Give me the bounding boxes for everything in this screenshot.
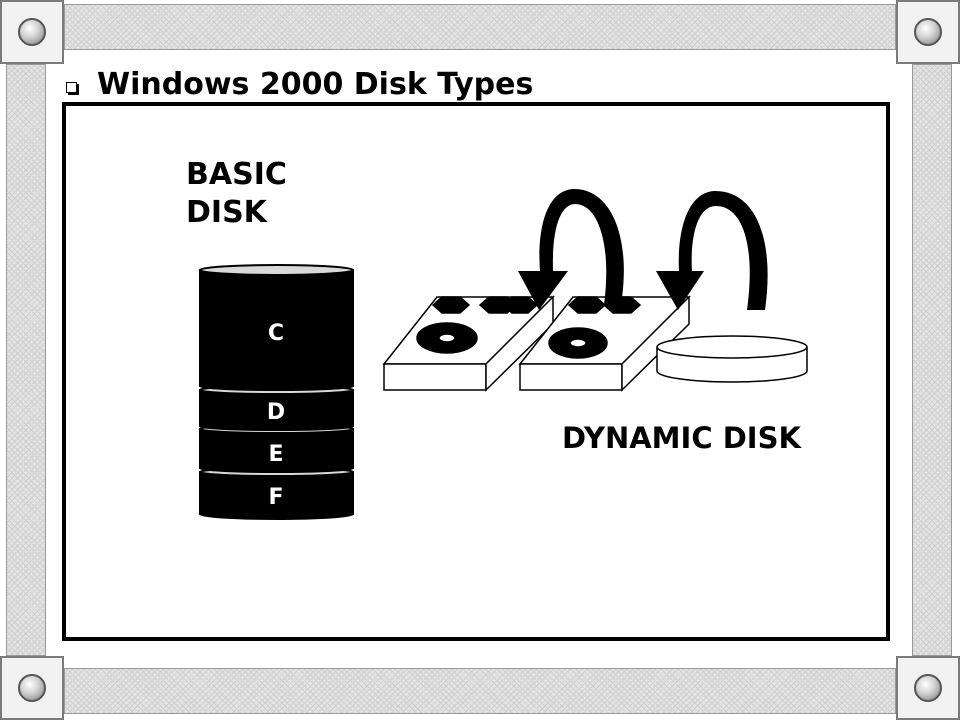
partition-label-c: C	[268, 321, 284, 346]
bottom-rail	[64, 668, 896, 714]
corner-top-right	[896, 0, 960, 64]
partition-d	[199, 385, 354, 431]
curved-arrow-icon	[518, 188, 624, 310]
partition-e	[199, 424, 354, 473]
rivet-icon	[914, 18, 942, 46]
title-row: Windows 2000 Disk Types	[66, 62, 533, 106]
partition-c	[199, 264, 354, 391]
square-bullet-icon	[66, 81, 77, 93]
corner-top-left	[0, 0, 64, 64]
basic-disk-label-line1: BASIC	[186, 157, 287, 192]
right-rail	[912, 64, 952, 656]
basic-disk-label-line2: DISK	[186, 195, 269, 230]
rivet-icon	[18, 18, 46, 46]
page-title: Windows 2000 Disk Types	[97, 66, 534, 102]
dynamic-disk-label: DYNAMIC DISK	[562, 421, 802, 455]
disk-platter-icon	[656, 335, 808, 383]
rivet-icon	[18, 674, 46, 702]
corner-bottom-left	[0, 656, 64, 720]
partition-label-e: E	[268, 442, 283, 467]
partition-label-d: D	[267, 400, 285, 425]
rivet-icon	[914, 674, 942, 702]
hard-drive-icon	[382, 295, 555, 392]
hard-drive-icon	[518, 295, 691, 392]
basic-disk-cylinder	[199, 264, 354, 520]
left-rail	[6, 64, 46, 656]
curved-arrow-icon	[656, 190, 768, 310]
top-rail	[64, 4, 896, 50]
corner-bottom-right	[896, 656, 960, 720]
partition-label-f: F	[268, 485, 283, 510]
